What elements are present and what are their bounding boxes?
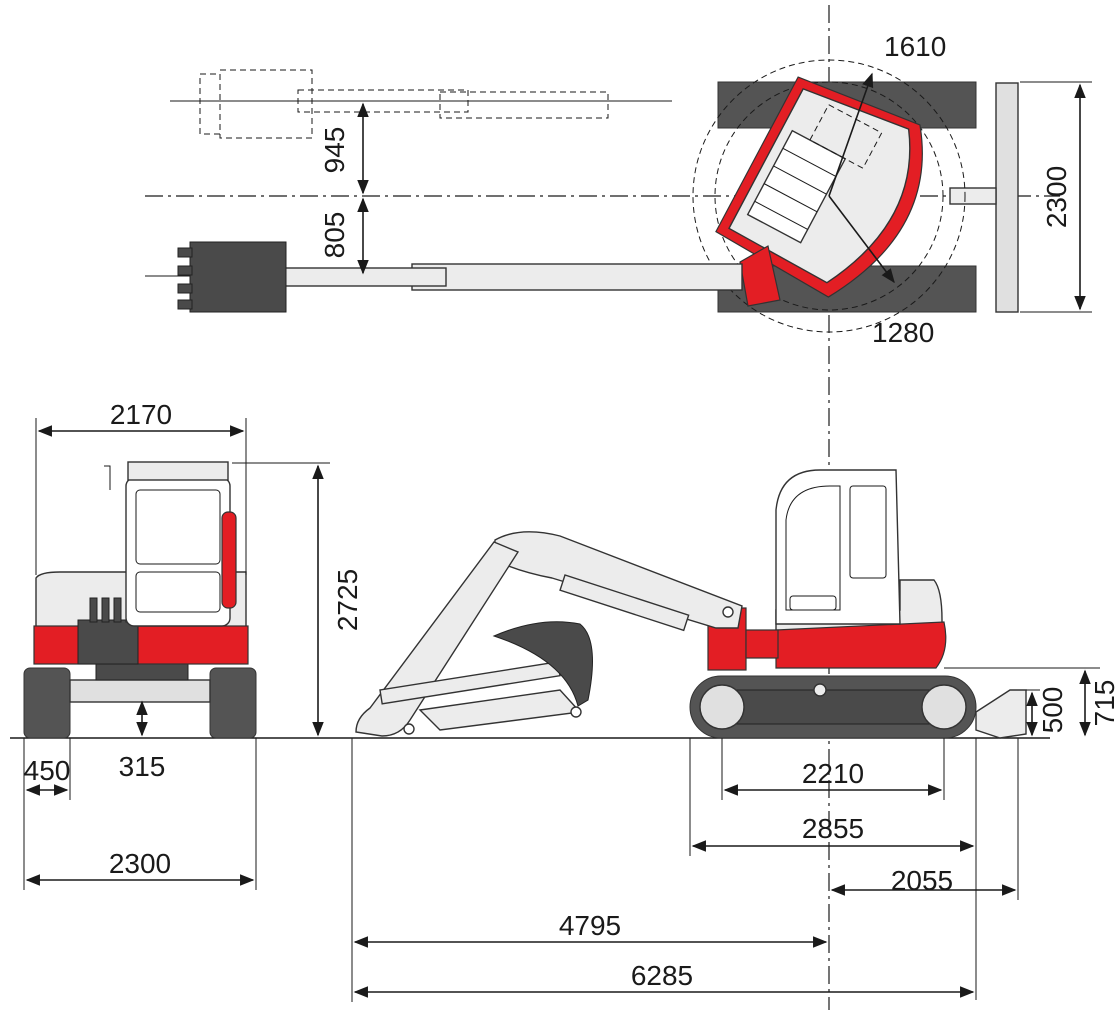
side-boom-cylinder: [559, 574, 690, 632]
top-blade: [995, 82, 1019, 313]
side-cab: [775, 469, 901, 625]
dim-2725: 2725: [332, 569, 363, 631]
slew-circle-inner: [714, 81, 944, 311]
side-boom-base: [745, 629, 779, 659]
top-upper-structure: [715, 76, 923, 298]
side-pin-c: [722, 606, 734, 618]
front-track-right: [209, 667, 257, 739]
front-cab-roof: [127, 461, 229, 481]
side-cab-door-window: [785, 485, 841, 611]
front-cab-window-bottom: [135, 571, 221, 613]
front-red-band: [33, 625, 249, 665]
dim-2170: 2170: [110, 399, 172, 430]
front-antenna: [104, 465, 111, 490]
side-blade: [975, 689, 1027, 739]
top-boom: [411, 263, 743, 291]
dim-6285: 6285: [631, 960, 693, 991]
top-arm: [275, 267, 447, 287]
dim-500: 500: [1037, 687, 1068, 734]
offset-boom-ghost: [199, 69, 609, 139]
side-pin-b: [570, 706, 582, 718]
side-view: 500 715 2210 2855 2055 4795 6285: [351, 469, 1119, 1002]
side-boom: [493, 531, 743, 629]
side-red-body: [775, 621, 947, 669]
front-track-left: [23, 667, 71, 739]
front-cab-window-top: [135, 489, 221, 565]
dim-715: 715: [1089, 680, 1119, 727]
dim-2055: 2055: [891, 865, 953, 896]
side-cab-step: [789, 595, 837, 611]
dim-1610: 1610: [884, 31, 946, 62]
dim-945: 945: [319, 127, 350, 174]
front-undercarriage: [69, 679, 211, 703]
dim-315: 315: [119, 751, 166, 782]
side-bucket: [492, 621, 593, 707]
dim-2300-top: 2300: [1041, 166, 1072, 228]
slew-circle-outer: [692, 59, 966, 333]
side-carrier-roller: [813, 683, 827, 697]
side-sprocket: [921, 684, 967, 730]
top-boom-foot: [739, 245, 781, 307]
top-view: 945 805 2300 1610 1280: [145, 31, 1092, 348]
dim-2210: 2210: [802, 758, 864, 789]
dim-2855: 2855: [802, 813, 864, 844]
front-slew-ring: [95, 661, 189, 681]
top-bucket: [189, 241, 287, 313]
front-handrail: [221, 511, 237, 609]
dim-450: 450: [24, 755, 71, 786]
dim-1280: 1280: [872, 317, 934, 348]
dim-805: 805: [319, 212, 350, 259]
side-idler: [699, 684, 745, 730]
front-cab: [125, 477, 231, 627]
dim-2300-front: 2300: [109, 848, 171, 879]
front-hydraulic-block: [77, 619, 139, 665]
dim-1280-line: [828, 195, 895, 284]
dim-1610-line: [828, 72, 874, 197]
side-bucket-linkage: [418, 689, 582, 731]
top-blade-arm: [949, 187, 997, 205]
side-pin-a: [403, 723, 415, 735]
top-bucket-teeth: [177, 247, 193, 310]
front-view: 2170 2725 315 450 2300: [23, 399, 363, 890]
dim-4795: 4795: [559, 910, 621, 941]
side-cab-rear-window: [849, 485, 887, 579]
side-track-frame: [721, 689, 945, 725]
